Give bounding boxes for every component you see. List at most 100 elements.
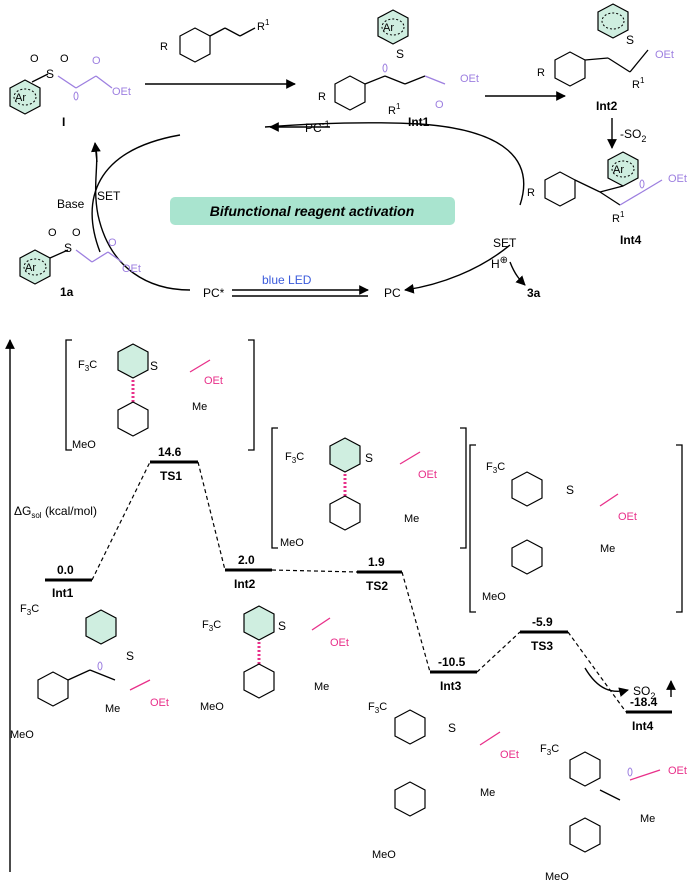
int1-below-structure: F3C S OEt MeO Me [10,603,169,741]
svg-text:MeO: MeO [280,537,304,549]
svg-text:O: O [60,53,69,65]
ts1-structure: F3C S OEt MeO Me [65,339,255,451]
svg-text:F3C: F3C [368,701,387,715]
svg-text:O: O [108,237,117,249]
svg-text:R: R [537,67,545,79]
svg-text:Ar: Ar [15,92,26,104]
pc-star-label: PC* [203,286,225,300]
svg-text:O: O [72,227,81,239]
radical-I: Ar S O O O OEt I [9,53,131,129]
svg-text:R: R [527,187,535,199]
svg-text:F3C: F3C [78,359,97,373]
svg-text:Ar: Ar [383,22,394,34]
arrow-to-3a [509,261,526,286]
svg-text:OEt: OEt [204,375,223,387]
blue-led-label: blue LED [262,273,312,287]
svg-text:S: S [126,649,134,663]
svg-text:S: S [278,619,286,633]
value-ts3: -5.9 [532,615,553,629]
svg-text:S: S [448,721,456,735]
svg-text:OEt: OEt [668,765,687,777]
svg-text:OEt: OEt [150,697,169,709]
svg-text:F3C: F3C [202,619,221,633]
svg-text:S: S [46,67,54,81]
svg-text:O: O [435,99,444,111]
connector-int1-ts1 [91,461,151,581]
name-int3: Int3 [440,679,462,693]
base-label: Base [57,197,85,211]
svg-text:MeO: MeO [482,591,506,603]
svg-text:S: S [64,241,72,255]
reagent-1a: Ar S O O O OEt 1a [19,227,141,299]
value-int1: 0.0 [57,563,74,577]
svg-text:R: R [318,91,326,103]
value-ts1: 14.6 [158,445,182,459]
svg-text:MeO: MeO [10,729,34,741]
svg-text:OEt: OEt [655,49,674,61]
svg-text:MeO: MeO [200,701,224,713]
svg-text:O: O [30,53,39,65]
svg-text:S: S [150,359,158,373]
pc-minus-label: PC-1 [305,119,330,135]
so2-release-arrow [584,667,629,697]
svg-text:Int1: Int1 [408,115,430,129]
svg-text:O: O [92,55,101,67]
pc-label: PC [384,286,401,300]
energy-profile: ΔGsol (kcal/mol) 0.0 14.6 2.0 1.9 -10.5 … [5,339,687,883]
int2-below-structure: F3C S OEt MeO Me [200,605,349,713]
value-int2: 2.0 [238,553,255,567]
cycle-arc-right [404,244,511,294]
svg-text:S: S [396,47,404,61]
int2-structure: S R OEt R1 Int2 [537,3,674,113]
name-ts3: TS3 [531,639,553,653]
int4-structure: Ar R OEt R1 Int4 [527,151,687,247]
svg-text:OEt: OEt [668,173,687,185]
svg-text:Int4: Int4 [620,233,642,247]
so2-loss-label: -SO2 [620,127,646,144]
set-right-label: SET [493,236,517,250]
connector-int3-ts3 [476,631,521,673]
svg-text:OEt: OEt [330,637,349,649]
set-left-label: SET [97,189,121,203]
bifunctional-box [170,197,455,225]
svg-text:1a: 1a [60,285,74,299]
svg-text:MeO: MeO [372,849,396,861]
name-ts2: TS2 [366,579,388,593]
svg-text:I: I [62,115,65,129]
name-int4: Int4 [632,719,654,733]
svg-text:R1: R1 [388,102,401,117]
svg-text:F3C: F3C [540,743,559,757]
svg-text:F3C: F3C [20,603,39,617]
svg-text:R1: R1 [612,210,625,225]
svg-text:OEt: OEt [460,73,479,85]
name-ts1: TS1 [160,469,182,483]
catalytic-cycle: Bifunctional reagent activation Base SET… [9,3,687,300]
svg-text:R: R [160,41,168,53]
ts2-structure: F3C S OEt MeO Me [271,427,467,549]
svg-text:F3C: F3C [486,461,505,475]
connector-int2-ts2 [271,569,358,573]
svg-text:Me: Me [600,543,615,555]
int3-below-structure: F3C S OEt MeO Me [368,701,519,861]
svg-text:OEt: OEt [112,86,131,98]
svg-text:OEt: OEt [618,511,637,523]
svg-text:S: S [626,33,634,47]
svg-text:S: S [566,483,574,497]
svg-text:Int2: Int2 [596,99,618,113]
svg-text:O: O [48,227,57,239]
svg-text:Me: Me [480,787,495,799]
svg-text:Ar: Ar [613,164,624,176]
bifunctional-label: Bifunctional reagent activation [210,203,415,219]
h-plus-label: H⊕ [491,255,508,271]
cycle-arc-lower-left [94,144,191,291]
svg-text:OEt: OEt [500,749,519,761]
svg-text:MeO: MeO [545,871,569,883]
svg-text:Me: Me [640,813,655,825]
svg-text:Me: Me [105,703,120,715]
ts3-structure: F3C S OEt MeO Me [469,444,683,613]
connector-ts3-int4 [567,631,627,713]
svg-text:R1: R1 [632,76,645,91]
product-3a-label: 3a [527,286,541,300]
value-int3: -10.5 [438,655,466,669]
svg-text:Me: Me [404,513,419,525]
